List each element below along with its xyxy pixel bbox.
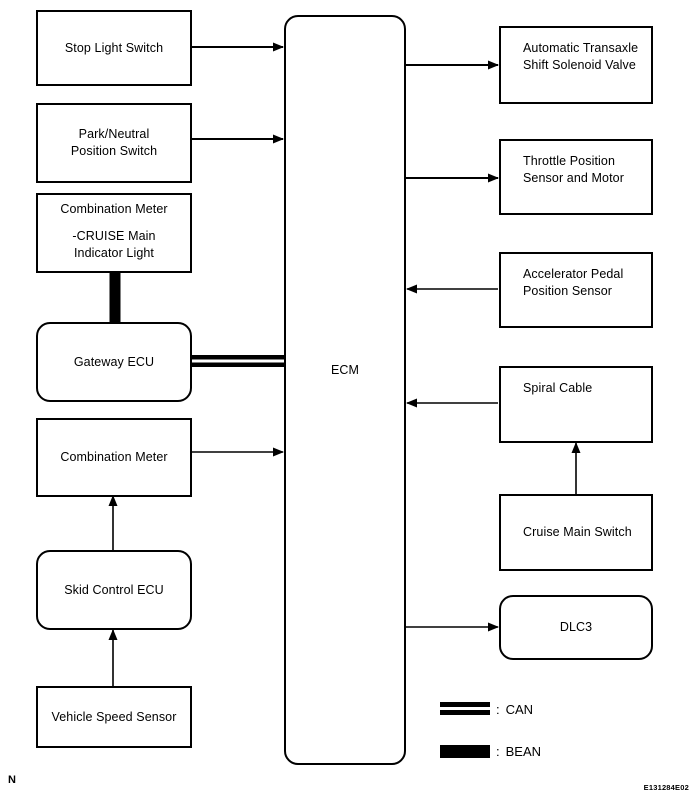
node-ecm[interactable]: ECM <box>284 15 406 765</box>
node-vehicle-speed-sensor[interactable]: Vehicle Speed Sensor <box>36 686 192 748</box>
node-combination-meter-cruise-title: Combination Meter <box>60 202 168 216</box>
node-vehicle-speed-sensor-label: Vehicle Speed Sensor <box>51 709 177 724</box>
node-accelerator-pedal-position-sensor-label-line-1: Accelerator Pedal <box>523 267 624 281</box>
node-combination-meter-cruise-label-line-3: Indicator Light <box>73 246 155 260</box>
node-accelerator-pedal-position-sensor-label-line-2: Position Sensor <box>523 284 613 298</box>
node-skid-control-ecu[interactable]: Skid Control ECU <box>36 550 192 630</box>
node-automatic-transaxle-shift-solenoid-valve-label-line-1: Automatic Transaxle <box>523 41 639 55</box>
node-automatic-transaxle-shift-solenoid-valve[interactable]: Automatic Transaxle Shift Solenoid Valve <box>499 26 653 104</box>
node-gateway-ecu[interactable]: Gateway ECU <box>36 322 192 402</box>
node-park-neutral-position-switch-label-line-2: Position Switch <box>70 144 158 158</box>
legend-can-label: CAN <box>505 701 534 717</box>
legend-bean-label: BEAN <box>505 743 542 759</box>
node-ecm-label: ECM <box>330 363 360 377</box>
node-cruise-main-switch[interactable]: Cruise Main Switch <box>499 494 653 571</box>
node-throttle-position-sensor-and-motor-label-line-2: Sensor and Motor <box>523 171 624 185</box>
legend-item-can: : CAN <box>440 698 541 720</box>
node-spiral-cable[interactable]: Spiral Cable <box>499 366 653 443</box>
node-throttle-position-sensor-and-motor-label-line-1: Throttle Position <box>523 154 616 168</box>
sheet-mark: N <box>8 774 16 786</box>
node-dlc3-label: DLC3 <box>559 620 593 634</box>
node-spiral-cable-label: Spiral Cable <box>523 381 593 395</box>
node-accelerator-pedal-position-sensor[interactable]: Accelerator Pedal Position Sensor <box>499 252 653 328</box>
node-combination-meter[interactable]: Combination Meter <box>36 418 192 497</box>
can-bus-swatch-icon <box>440 702 490 716</box>
figure-code: E131284E02 <box>643 783 689 792</box>
node-cruise-main-switch-label: Cruise Main Switch <box>523 525 632 539</box>
node-combination-meter-label: Combination Meter <box>60 450 168 464</box>
node-skid-control-ecu-label: Skid Control ECU <box>64 582 164 597</box>
node-stop-light-switch[interactable]: Stop Light Switch <box>36 10 192 86</box>
node-dlc3[interactable]: DLC3 <box>499 595 653 660</box>
legend-item-bean: : BEAN <box>440 740 541 762</box>
node-combination-meter-cruise-indicator[interactable]: Combination Meter -CRUISE Main Indicator… <box>36 193 192 273</box>
connector-can-gateway-ecu-to-ecm-lower <box>192 362 285 367</box>
node-stop-light-switch-label: Stop Light Switch <box>64 40 164 55</box>
legend-can-separator: : <box>496 701 500 717</box>
node-automatic-transaxle-shift-solenoid-valve-label-line-2: Shift Solenoid Valve <box>523 58 636 72</box>
node-park-neutral-position-switch[interactable]: Park/Neutral Position Switch <box>36 103 192 183</box>
connector-can-gateway-ecu-to-ecm-upper <box>192 355 285 360</box>
node-gateway-ecu-label: Gateway ECU <box>73 354 155 369</box>
node-throttle-position-sensor-and-motor[interactable]: Throttle Position Sensor and Motor <box>499 139 653 215</box>
node-park-neutral-position-switch-label-line-1: Park/Neutral <box>78 127 150 141</box>
node-combination-meter-cruise-label-line-2: -CRUISE Main <box>72 229 156 243</box>
legend-bean-separator: : <box>496 743 500 759</box>
legend: : CAN : BEAN <box>440 698 541 782</box>
bean-bus-swatch-icon <box>440 744 490 758</box>
